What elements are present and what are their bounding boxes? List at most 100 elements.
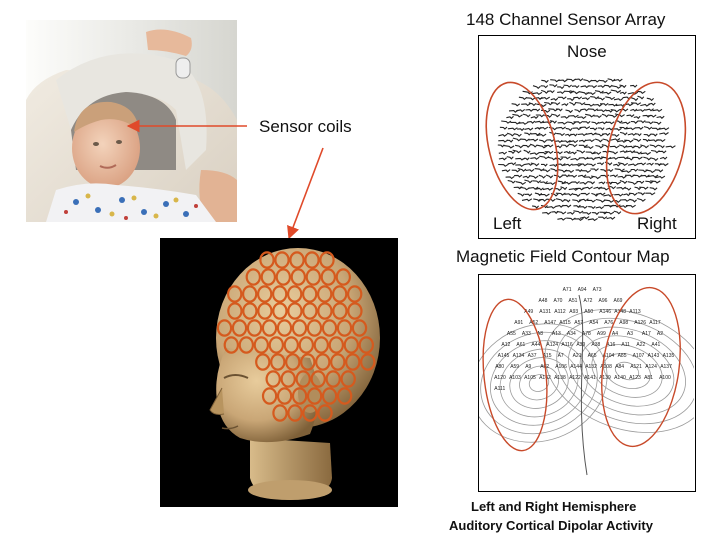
contour-line bbox=[528, 374, 550, 392]
sensor-glyph bbox=[538, 174, 546, 179]
channel-label: A124 bbox=[546, 342, 558, 348]
sensor-coil-ring bbox=[256, 285, 273, 303]
sensor-glyph bbox=[640, 103, 651, 107]
sensor-glyph bbox=[633, 151, 642, 155]
channel-label: A123 bbox=[629, 375, 641, 381]
sensor-glyph bbox=[522, 175, 531, 179]
sensor-glyph bbox=[614, 113, 625, 118]
channel-label: A13 bbox=[552, 331, 561, 337]
sensor-glyph bbox=[619, 198, 631, 202]
sensor-glyph bbox=[535, 187, 544, 191]
sensor-coil-ring bbox=[257, 302, 273, 320]
channel-label: A143 bbox=[648, 353, 660, 359]
channel-label: A57 bbox=[574, 320, 583, 326]
sensor-glyph bbox=[535, 114, 545, 118]
sensor-glyph bbox=[649, 144, 659, 148]
sensor-glyph bbox=[568, 114, 579, 118]
sensor-glyph bbox=[637, 192, 646, 196]
sensor-glyph bbox=[614, 168, 625, 172]
channel-label: A103 bbox=[509, 375, 521, 381]
sensor-glyph bbox=[580, 192, 590, 196]
channel-label: A2 bbox=[657, 331, 663, 337]
sensor-glyph bbox=[637, 162, 647, 166]
sensor-glyph bbox=[601, 91, 612, 95]
sensor-glyph bbox=[530, 132, 541, 136]
sensor-head-illustration bbox=[209, 248, 380, 500]
sensor-glyph bbox=[564, 192, 574, 197]
contour-line bbox=[603, 353, 651, 389]
channel-label: A22 bbox=[636, 342, 645, 348]
sensor-glyph bbox=[656, 115, 665, 119]
sensor-glyph bbox=[506, 115, 514, 120]
sensor-glyph bbox=[599, 187, 610, 191]
sensor-glyph bbox=[587, 85, 598, 89]
sensor-glyph bbox=[604, 199, 615, 203]
sensor-coil-ring bbox=[291, 319, 308, 337]
sensor-glyph bbox=[555, 192, 566, 196]
channel-label: A17 bbox=[642, 331, 651, 337]
sensor-coil-ring bbox=[280, 370, 296, 388]
channel-label: A61 bbox=[516, 342, 525, 348]
sensor-glyph bbox=[601, 132, 611, 136]
sensor-glyph bbox=[632, 156, 643, 160]
sensor-glyph bbox=[503, 145, 515, 149]
sensor-glyph bbox=[615, 120, 623, 124]
sensor-glyph bbox=[538, 198, 548, 202]
channel-label: A50 bbox=[584, 309, 593, 315]
sensor-glyph bbox=[547, 90, 555, 94]
sensor-glyph bbox=[571, 85, 580, 89]
sensor-coil-ring bbox=[226, 285, 243, 303]
sensor-glyph bbox=[512, 149, 522, 154]
sensor-glyph bbox=[657, 144, 665, 149]
contour-line bbox=[519, 365, 559, 401]
channel-label: A33 bbox=[522, 331, 531, 337]
sensor-glyph bbox=[630, 120, 639, 124]
sensor-array-plot bbox=[485, 78, 687, 222]
channel-label: A72 bbox=[584, 298, 593, 304]
sensor-glyph bbox=[595, 198, 606, 203]
sensor-glyph bbox=[582, 186, 593, 190]
sensor-glyph bbox=[575, 169, 583, 173]
sensor-glyph bbox=[636, 180, 645, 184]
sensor-coil-ring bbox=[331, 285, 348, 303]
sensor-coil-ring bbox=[306, 319, 323, 337]
channel-label: A81 bbox=[644, 375, 653, 381]
sensor-glyph bbox=[639, 186, 649, 190]
sensor-coil-ring bbox=[325, 370, 341, 388]
sensor-glyph bbox=[554, 151, 563, 155]
channel-label: A85 bbox=[618, 353, 627, 359]
channel-label: A122 bbox=[569, 375, 581, 381]
sensor-glyph bbox=[590, 175, 601, 180]
sensor-glyph bbox=[569, 151, 577, 155]
channel-label: A139 bbox=[599, 375, 611, 381]
sensor-glyph bbox=[587, 217, 598, 222]
sensor-coil-ring bbox=[317, 302, 333, 320]
sensor-glyph bbox=[583, 175, 594, 180]
sensor-glyph bbox=[646, 97, 654, 102]
sensor-glyph bbox=[549, 163, 559, 168]
channel-label: A78 bbox=[582, 331, 591, 337]
channel-label: A37 bbox=[528, 353, 537, 359]
sensor-glyph bbox=[636, 108, 646, 113]
sensor-glyph bbox=[578, 156, 589, 160]
sensor-glyph bbox=[527, 120, 536, 124]
sensor-glyph bbox=[555, 198, 566, 203]
channel-label: A93 bbox=[569, 309, 578, 315]
channel-label: A120 bbox=[494, 375, 506, 381]
sensor-glyph bbox=[581, 169, 592, 174]
sensor-glyph bbox=[627, 163, 639, 167]
sensor-glyph bbox=[597, 127, 605, 131]
channel-label: A138 bbox=[554, 375, 566, 381]
sensor-glyph bbox=[567, 97, 575, 102]
sensor-glyph bbox=[619, 91, 627, 95]
sensor-glyph bbox=[594, 90, 604, 94]
sensor-coil-ring bbox=[283, 336, 300, 354]
sensor-glyph bbox=[630, 108, 638, 112]
sensor-glyph bbox=[532, 205, 539, 209]
sensor-glyph bbox=[577, 132, 588, 137]
sensor-coil-ring bbox=[358, 336, 374, 354]
sensor-glyph bbox=[591, 79, 601, 83]
sensor-glyph bbox=[648, 102, 656, 106]
sensor-glyph bbox=[623, 187, 632, 191]
sensor-glyph bbox=[536, 133, 547, 137]
